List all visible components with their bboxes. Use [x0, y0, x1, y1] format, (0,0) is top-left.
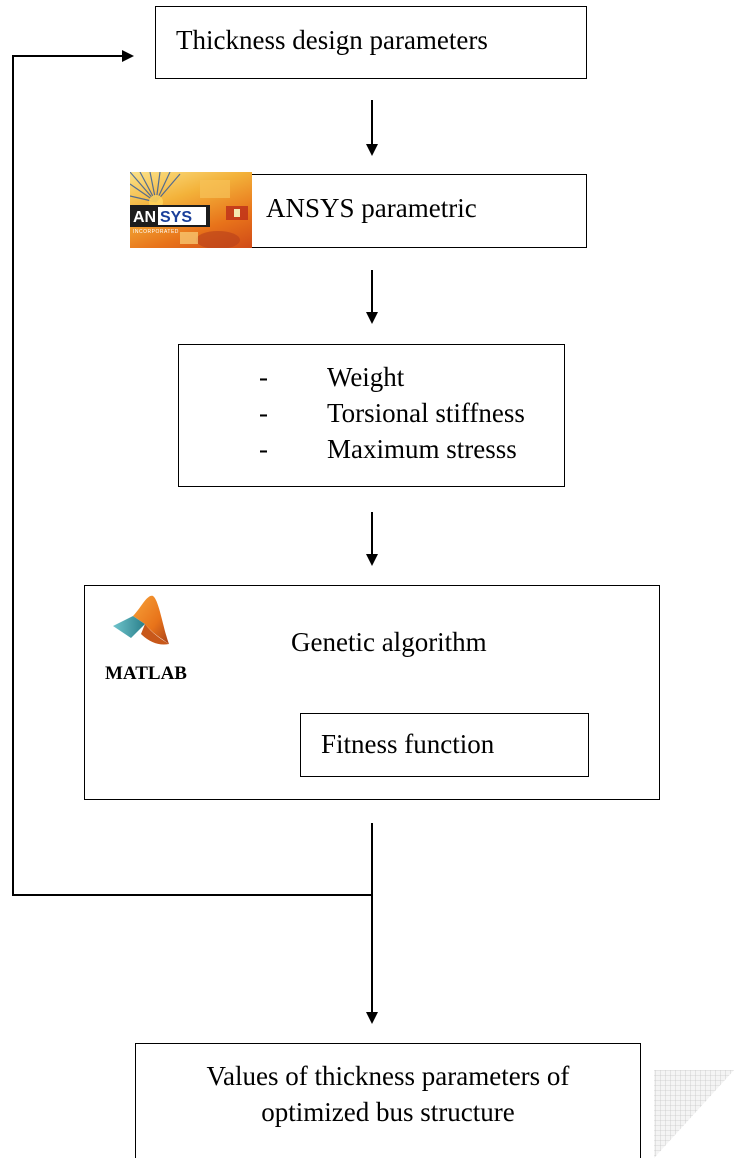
thickness-parameters-label: Thickness design parameters [176, 25, 488, 55]
matlab-membrane-icon [113, 595, 169, 645]
fitness-function-box: Fitness function [300, 713, 589, 777]
fitness-function-label: Fitness function [321, 729, 495, 759]
ansys-parametric-box: ANSYS parametric [250, 174, 587, 248]
thickness-parameters-box: Thickness design parameters [155, 6, 587, 79]
svg-text:SYS: SYS [160, 209, 192, 226]
ansys-parametric-label: ANSYS parametric [266, 193, 477, 223]
svg-text:INCORPORATED: INCORPORATED [133, 229, 179, 235]
ansys-outputs-box: - Weight - Torsional stiffness - Maximum… [178, 344, 565, 487]
matlab-logo [111, 594, 171, 648]
genetic-algorithm-label: Genetic algorithm [291, 627, 487, 657]
optimized-result-line-2: optimized bus structure [261, 1097, 515, 1128]
ansys-logo-text: AN [133, 209, 156, 226]
ansys-logo-graphic: AN SYS INCORPORATED [130, 172, 248, 248]
optimized-result-line-1: Values of thickness parameters of [206, 1061, 570, 1091]
ansys-logo: AN SYS INCORPORATED [130, 172, 252, 248]
feedback-loop-line [12, 50, 372, 896]
decorative-grid-shadow [654, 1070, 734, 1158]
matlab-logo-label: MATLAB [105, 663, 187, 684]
optimized-result-label: Values of thickness parameters of optimi… [136, 1058, 640, 1131]
genetic-algorithm-box: MATLAB Genetic algorithm Fitness functio… [84, 585, 660, 800]
optimized-result-box: Values of thickness parameters of optimi… [135, 1043, 641, 1158]
